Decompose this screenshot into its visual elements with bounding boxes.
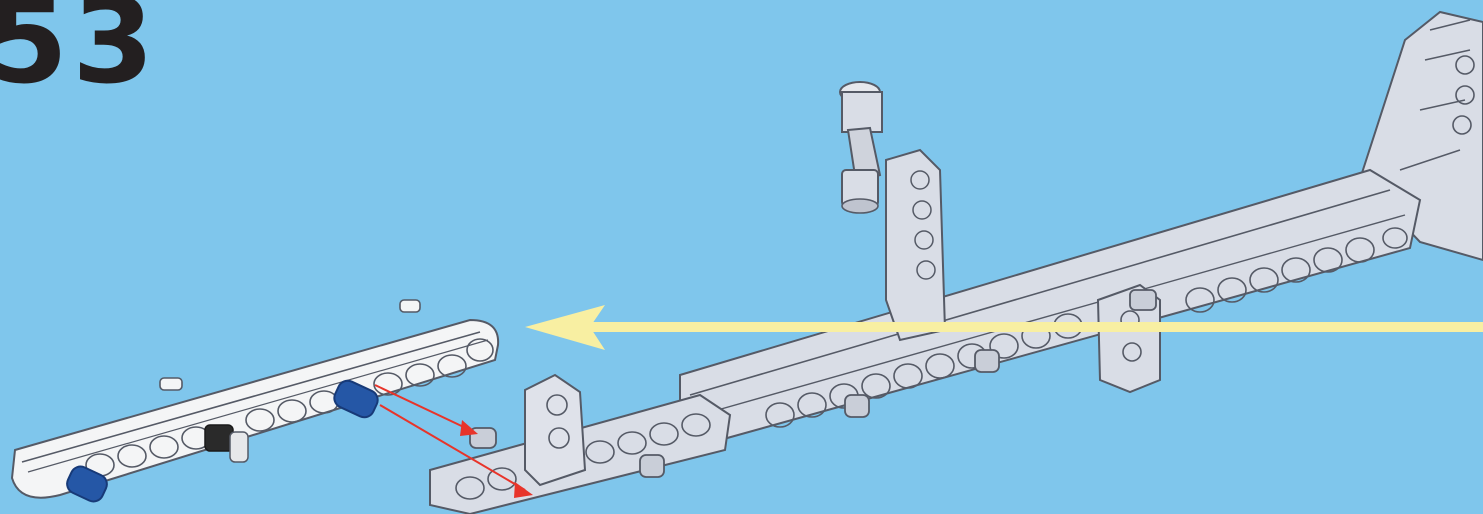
long-beam-top — [680, 170, 1420, 440]
connector-piece — [840, 82, 882, 213]
main-assembly — [430, 12, 1483, 514]
white-beam-subassembly — [12, 300, 498, 505]
vertical-beam-center — [886, 150, 945, 340]
